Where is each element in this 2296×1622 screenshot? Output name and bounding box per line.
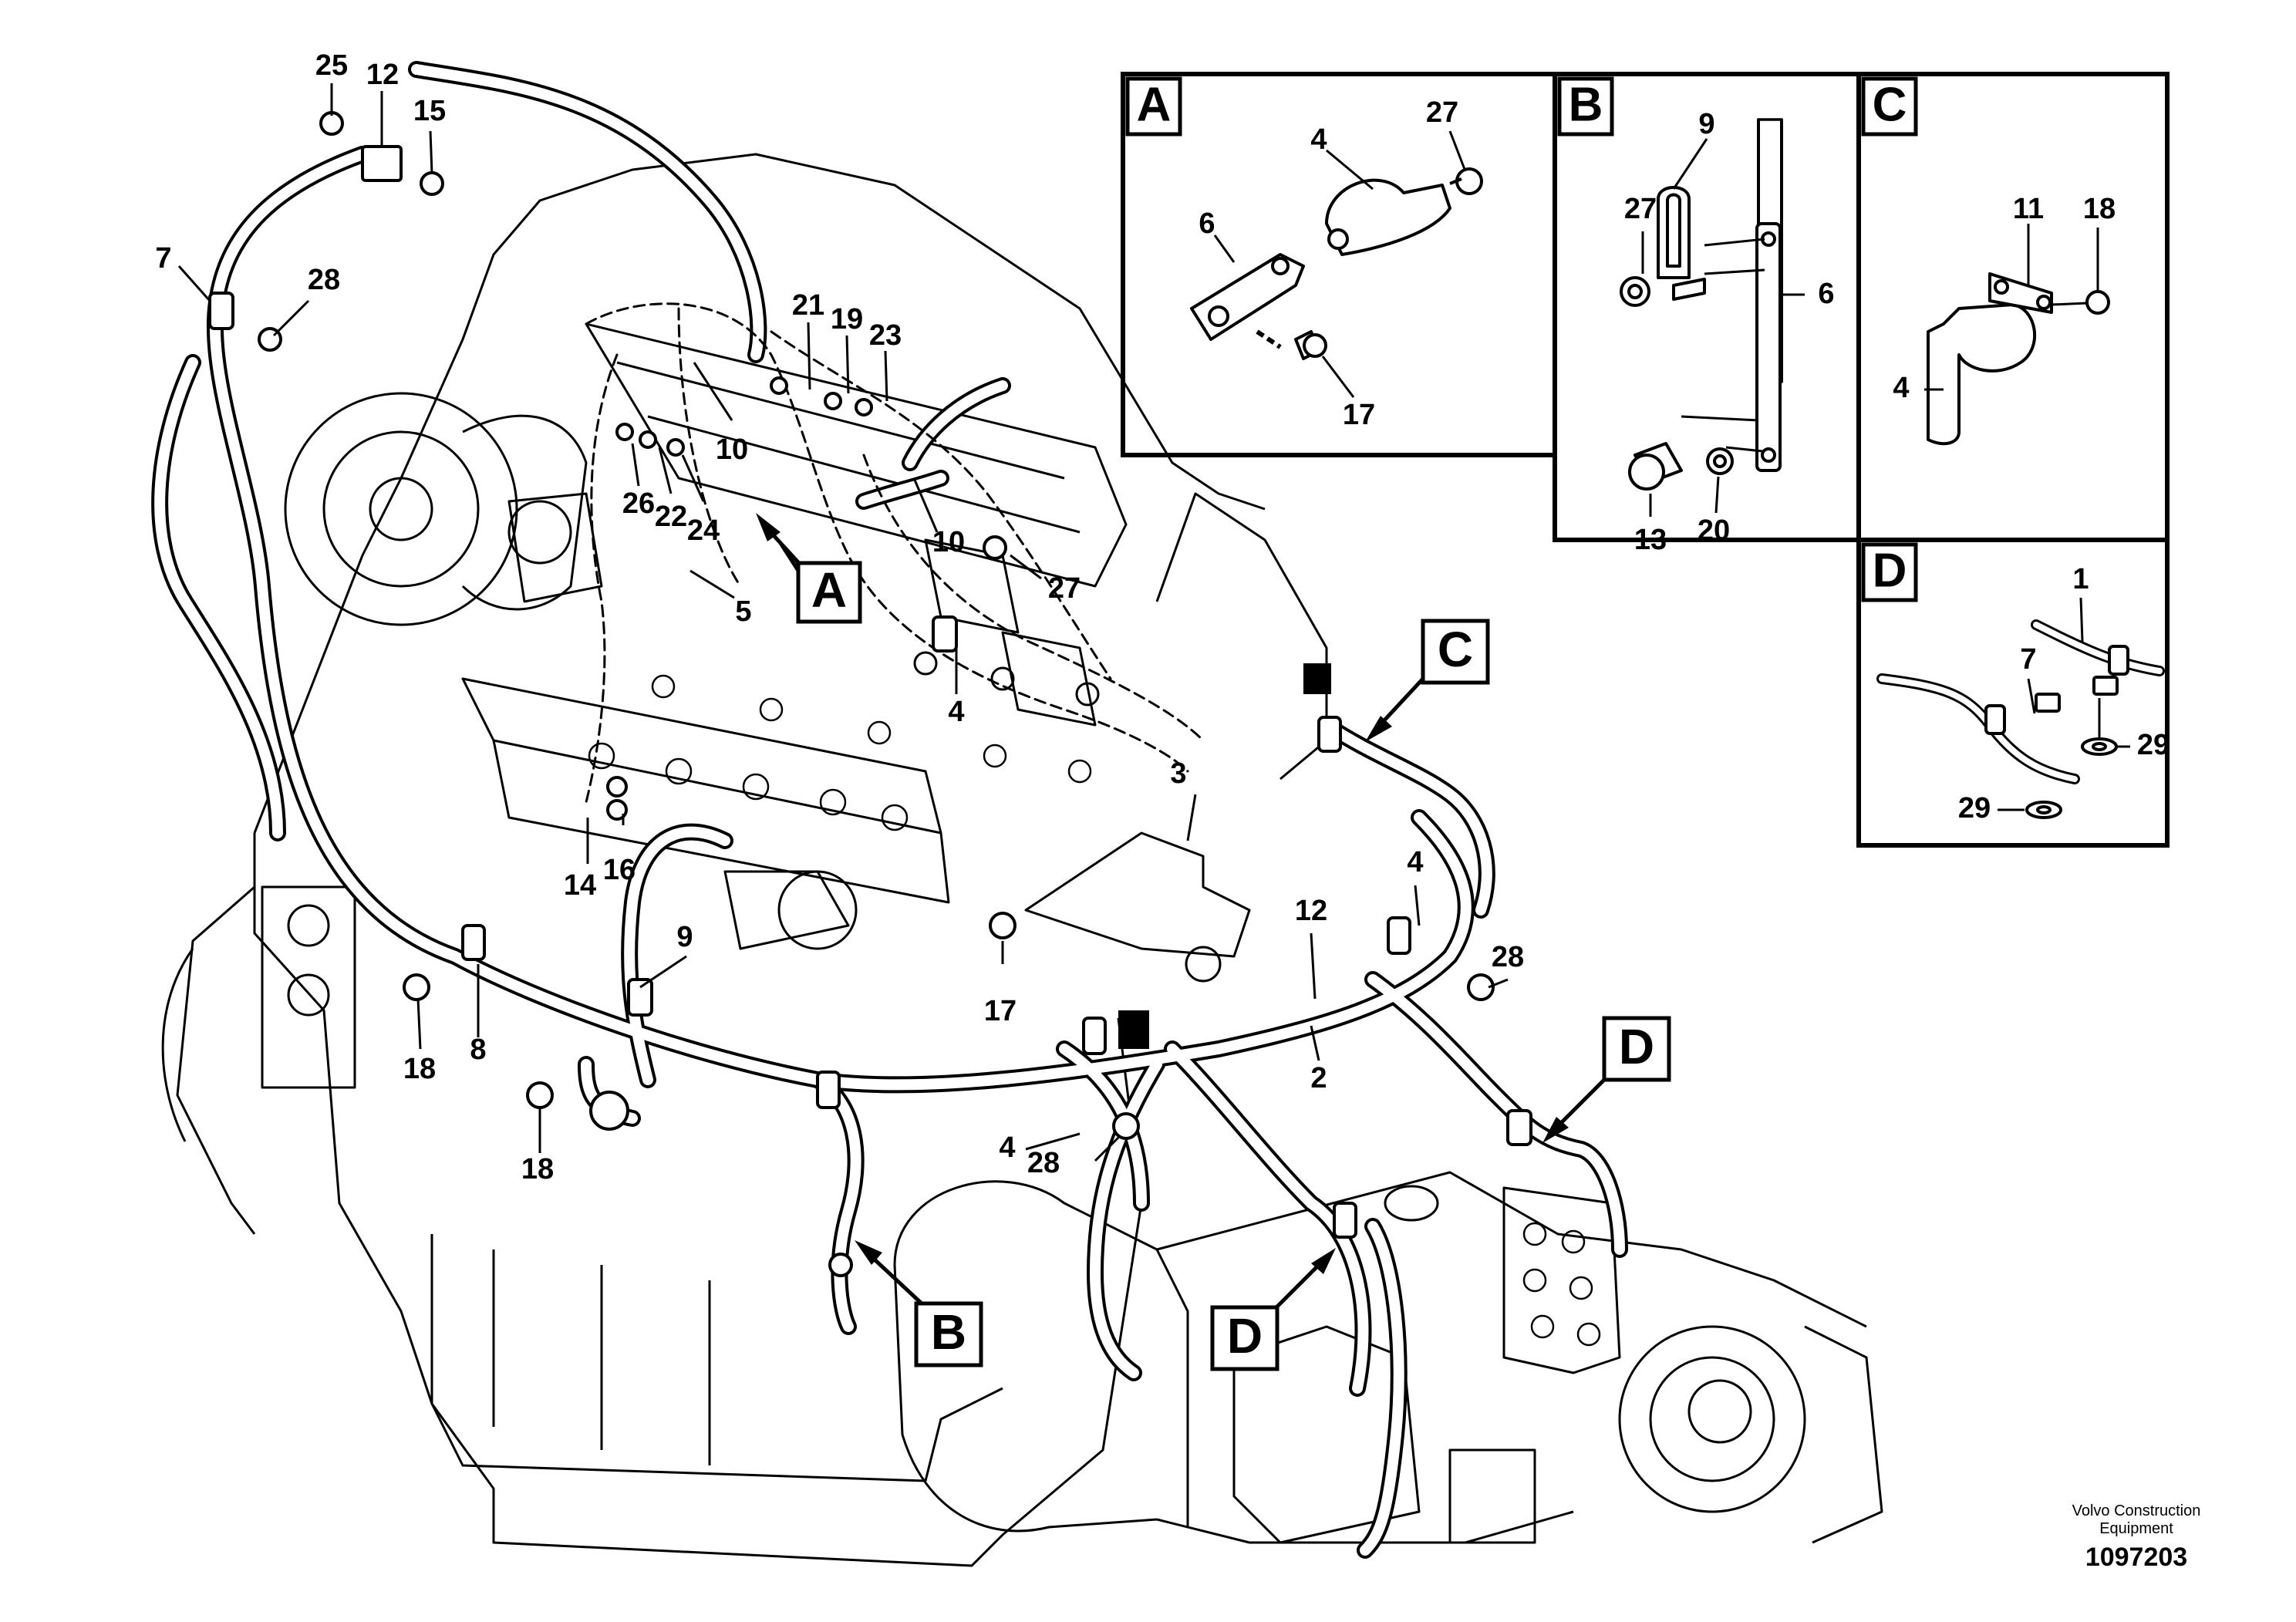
callout-4-center: 4 [948,696,964,728]
wiring-harness [151,61,1628,1559]
detail-tag-b: B [931,1304,966,1360]
main-callouts: 25 12 15 7 28 21 19 23 10 26 22 24 10 5 … [155,49,1524,1185]
callout-28-lower: 28 [1027,1147,1060,1179]
panel-d-callout-29-left: 29 [1958,792,1991,824]
callout-23: 23 [869,319,902,352]
callout-18-left: 18 [403,1053,436,1085]
panel-b-callout-27: 27 [1624,193,1657,225]
engine-line-art [161,153,1883,1567]
panel-d-callout-7: 7 [2020,643,2036,676]
callout-4-right: 4 [1407,846,1423,878]
callout-24: 24 [687,514,720,547]
detail-tag-d-lower: D [1227,1308,1263,1364]
panel-a-callout-6: 6 [1199,207,1215,240]
panel-d-callout-29-right: 29 [2137,729,2170,761]
callout-18-lower: 18 [521,1153,554,1185]
panel-a-letter: A [1137,78,1172,131]
callout-12-lower: 12 [1295,895,1327,927]
callout-14: 14 [564,869,596,902]
detail-tag-d-upper: D [1619,1019,1654,1074]
panel-a-callout-17: 17 [1343,399,1375,431]
callout-28: 28 [308,264,340,296]
panel-c-callout-4: 4 [1893,372,1909,404]
callout-15: 15 [413,95,446,127]
callout-12: 12 [366,59,399,91]
callout-7: 7 [155,242,171,275]
panel-b-letter: B [1569,78,1603,131]
callout-25: 25 [315,49,348,82]
panel-d: D [1861,542,2170,824]
detail-panels: A [1121,72,2170,848]
panel-c-callout-18: 18 [2083,193,2116,225]
panel-b-callout-20: 20 [1698,514,1730,547]
callout-8: 8 [470,1034,486,1066]
panel-c-callout-11: 11 [2013,193,2044,225]
panel-d-callout-1: 1 [2072,563,2089,595]
panel-a-callout-4: 4 [1310,123,1327,156]
detail-tag-c: C [1438,622,1473,677]
callout-26: 26 [622,487,655,520]
panel-c-letter: C [1873,78,1907,131]
panel-b-callout-6: 6 [1818,278,1834,310]
callout-17: 17 [984,995,1017,1027]
credit-line-1: Volvo Construction [2072,1502,2201,1519]
credit-line-2: Equipment [2099,1520,2173,1537]
callout-19: 19 [831,303,863,336]
callout-28-right: 28 [1492,941,1524,973]
detail-tag-a: A [811,562,847,618]
callout-2: 2 [1310,1062,1327,1094]
callout-21: 21 [792,289,824,322]
panel-b-callout-9: 9 [1698,108,1714,140]
panel-b: B [1557,76,1835,556]
drawing-number: 1097203 [2085,1543,2188,1572]
callout-10-lower: 10 [932,526,965,558]
callout-9: 9 [676,921,693,953]
callout-10-upper: 10 [716,433,748,466]
callout-5: 5 [735,595,751,628]
callout-4-lower: 4 [999,1131,1015,1164]
panel-b-callout-13: 13 [1634,524,1667,556]
detail-tags: A C D B D [756,513,1671,1371]
callout-27: 27 [1048,572,1081,605]
callout-22: 22 [655,501,687,533]
panel-d-letter: D [1873,544,1907,597]
callout-3: 3 [1170,757,1186,790]
callout-16: 16 [603,854,636,886]
panel-a-callout-27: 27 [1426,96,1458,129]
panel-a: A [1125,76,1483,431]
panel-c: C 11 18 4 [1861,76,2116,446]
